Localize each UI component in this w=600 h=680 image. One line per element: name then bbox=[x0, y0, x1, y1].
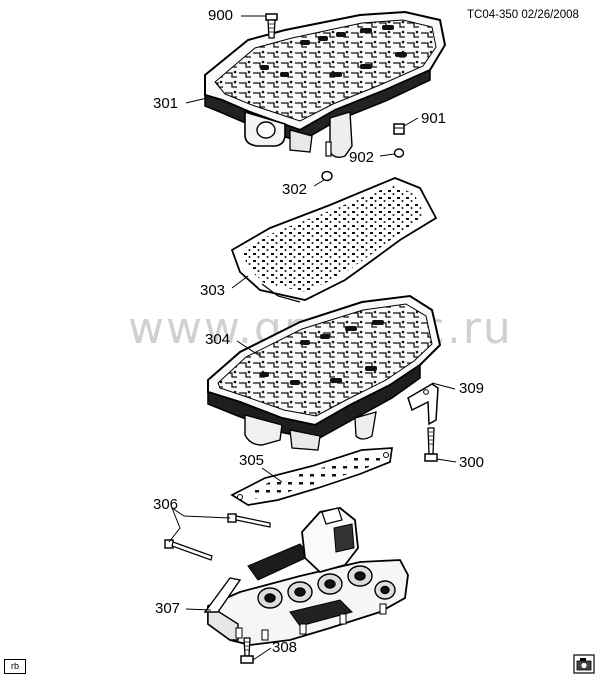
rb-badge: rb bbox=[4, 659, 26, 674]
oring-302 bbox=[321, 170, 333, 182]
bracket-309 bbox=[407, 383, 439, 426]
callout-308: 308 bbox=[272, 639, 298, 656]
bolts-306 bbox=[164, 513, 271, 561]
camera-icon bbox=[573, 654, 595, 674]
spacer-plate-303 bbox=[230, 177, 438, 303]
bolt-300 bbox=[424, 427, 438, 462]
callout-303: 303 bbox=[200, 282, 226, 299]
lower-valve-body-304 bbox=[207, 294, 442, 451]
bolt-900 bbox=[265, 13, 278, 39]
gasket-plate-305 bbox=[230, 447, 393, 506]
callout-309: 309 bbox=[459, 380, 485, 397]
callout-304: 304 bbox=[205, 331, 231, 348]
callout-307: 307 bbox=[155, 600, 181, 617]
control-solenoid-assembly-307 bbox=[203, 507, 409, 646]
callout-902: 902 bbox=[349, 149, 375, 166]
leader-lines bbox=[168, 15, 457, 661]
plug-901 bbox=[393, 123, 405, 135]
callout-900: 900 bbox=[208, 7, 234, 24]
callout-301: 301 bbox=[153, 95, 179, 112]
callout-300: 300 bbox=[459, 454, 485, 471]
diagram-code-date: TC04-350 02/26/2008 bbox=[467, 9, 579, 21]
callout-901: 901 bbox=[421, 110, 447, 127]
callout-302: 302 bbox=[282, 181, 308, 198]
upper-valve-body-301 bbox=[204, 10, 447, 159]
oring-902 bbox=[393, 148, 405, 158]
callout-305: 305 bbox=[239, 452, 265, 469]
callout-306: 306 bbox=[153, 496, 179, 513]
